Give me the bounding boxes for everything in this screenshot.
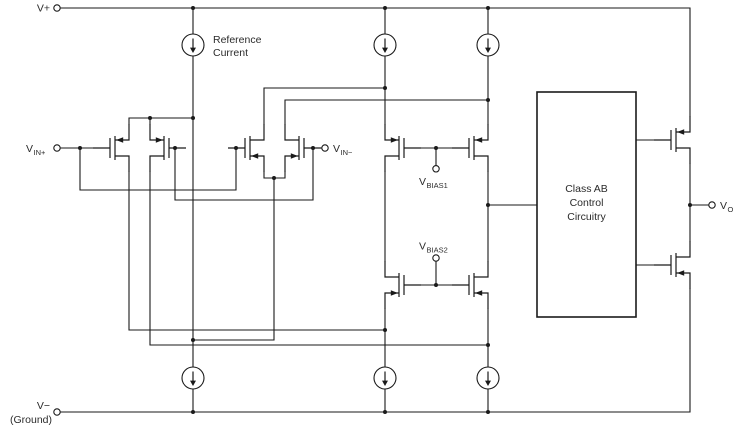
- vbias2-label-sub: BIAS2: [427, 246, 448, 255]
- vbias2-bus: [420, 260, 453, 286]
- vin-plus-terminal: [53, 144, 61, 152]
- junction-dot: [234, 146, 238, 150]
- ground-label: (Ground): [10, 414, 52, 426]
- junction-dot: [486, 6, 490, 10]
- bottom-rail: [59, 288, 691, 413]
- terminals: [53, 4, 716, 416]
- cascode-mosfet-lower-left: [384, 260, 422, 310]
- junction-dot: [272, 176, 276, 180]
- junction-dot: [173, 146, 177, 150]
- vbias2-terminal: [432, 254, 440, 262]
- junction-dot: [191, 338, 195, 342]
- vo-terminal: [708, 201, 716, 209]
- input-mosfet-q2: [149, 123, 187, 173]
- top-rail: [59, 7, 691, 117]
- junction-dot: [191, 6, 195, 10]
- input-mosfet-q3: [227, 123, 265, 173]
- bottom-current-source-2: [373, 366, 397, 390]
- input-mosfet-q4: [284, 123, 322, 173]
- junction-dot: [383, 328, 387, 332]
- v-minus-label: V−: [37, 400, 50, 412]
- n-drain-bus-2: [284, 99, 489, 125]
- reference-current-source: [181, 33, 205, 57]
- vbias2-label: V: [419, 241, 426, 253]
- class-ab-label-line1: Class AB: [565, 183, 608, 195]
- p-drain-bus-2: [149, 171, 489, 346]
- junction-dot: [486, 98, 490, 102]
- bottom-current-source-3: [476, 366, 500, 390]
- output-mosfet-top: [653, 115, 691, 165]
- vin-plus-cross: [79, 147, 237, 191]
- junction-dot: [383, 410, 387, 414]
- junction-dot: [486, 203, 490, 207]
- reference-current-label-line1: Reference: [213, 34, 262, 46]
- vbias1-label-sub: BIAS1: [427, 181, 448, 190]
- vin-minus-label: V: [333, 143, 340, 155]
- vin-plus-label: V: [26, 143, 33, 155]
- cascode-mosfet-lower-right: [451, 260, 489, 310]
- vin-minus-cross: [174, 147, 314, 201]
- reference-current-label-line2: Current: [213, 47, 248, 59]
- junction-dot: [486, 410, 490, 414]
- output-mosfet-bottom: [653, 240, 691, 290]
- current-sources: [181, 33, 500, 390]
- junction-dot: [434, 283, 438, 287]
- junction-dot: [148, 116, 152, 120]
- n-drain-bus-1: [263, 87, 386, 125]
- v-minus-terminal: [53, 408, 61, 416]
- vbias1-terminal: [432, 165, 440, 173]
- vbias1-label: V: [419, 176, 426, 188]
- junction-dot: [688, 203, 692, 207]
- junction-dots: [78, 6, 692, 414]
- junction-dot: [78, 146, 82, 150]
- junction-dot: [383, 6, 387, 10]
- class-ab-label-line2: Control: [570, 197, 604, 209]
- p-pair-tail: [128, 117, 194, 125]
- junction-dot: [486, 343, 490, 347]
- vin-plus-label-sub: IN+: [34, 148, 47, 157]
- n-pair-tail: [192, 171, 286, 341]
- v-plus-terminal: [53, 4, 61, 12]
- v-plus-label: V+: [37, 3, 50, 15]
- class-ab-label-line3: Circuitry: [567, 211, 606, 223]
- junction-dot: [311, 146, 315, 150]
- vbias1-bus: [420, 147, 453, 166]
- vin-minus-terminal: [321, 144, 329, 152]
- output-node-wire: [689, 163, 710, 242]
- cascode-mosfet-upper-left: [384, 123, 422, 173]
- bottom-current-source-1: [181, 366, 205, 390]
- top-current-source-2: [373, 33, 397, 57]
- top-current-source-3: [476, 33, 500, 57]
- p-drain-bus-1: [128, 171, 386, 331]
- vo-label: V: [720, 200, 727, 212]
- junction-dot: [191, 116, 195, 120]
- input-mosfet-q1: [92, 123, 130, 173]
- vin-minus-label-sub: IN−: [341, 148, 354, 157]
- class-ab-control-box: [536, 91, 637, 318]
- labels: V+ V− (Ground) Reference Current V IN+ V…: [10, 3, 734, 427]
- junction-dot: [383, 86, 387, 90]
- cascode-mosfet-upper-right: [451, 123, 489, 173]
- vo-label-sub: O: [728, 205, 734, 214]
- junction-dot: [434, 146, 438, 150]
- junction-dot: [191, 410, 195, 414]
